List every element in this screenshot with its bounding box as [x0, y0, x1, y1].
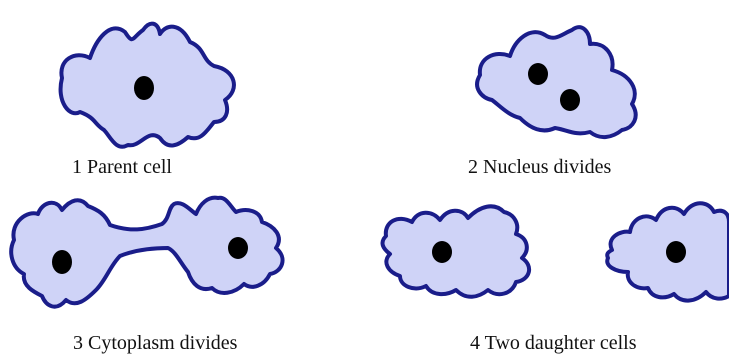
- stage-1-parent-cell: [58, 21, 236, 149]
- caption-parent-cell: 1 Parent cell: [72, 156, 172, 178]
- daughter-nucleus-right: [666, 241, 686, 263]
- left-nucleus-stage-3: [52, 250, 72, 274]
- stage-2-nucleus-divides: [475, 25, 638, 139]
- dumbbell-cell-body: [9, 195, 285, 309]
- nucleus-left: [528, 63, 548, 85]
- daughter-cell-left: [380, 204, 532, 299]
- dividing-nucleus-cell-body: [475, 25, 638, 139]
- caption-cytoplasm-divides: 3 Cytoplasm divides: [73, 332, 238, 354]
- caption-nucleus-divides: 2 Nucleus divides: [468, 156, 612, 178]
- right-nucleus-stage-3: [228, 237, 248, 259]
- daughter-nucleus-left: [432, 241, 452, 263]
- stage-3-cytoplasm-divides: [9, 195, 285, 309]
- nucleus-right: [560, 89, 580, 111]
- parent-nucleus: [134, 76, 154, 100]
- stage-4-two-daughter-cells: [380, 201, 729, 303]
- caption-two-daughter-cells: 4 Two daughter cells: [470, 332, 637, 354]
